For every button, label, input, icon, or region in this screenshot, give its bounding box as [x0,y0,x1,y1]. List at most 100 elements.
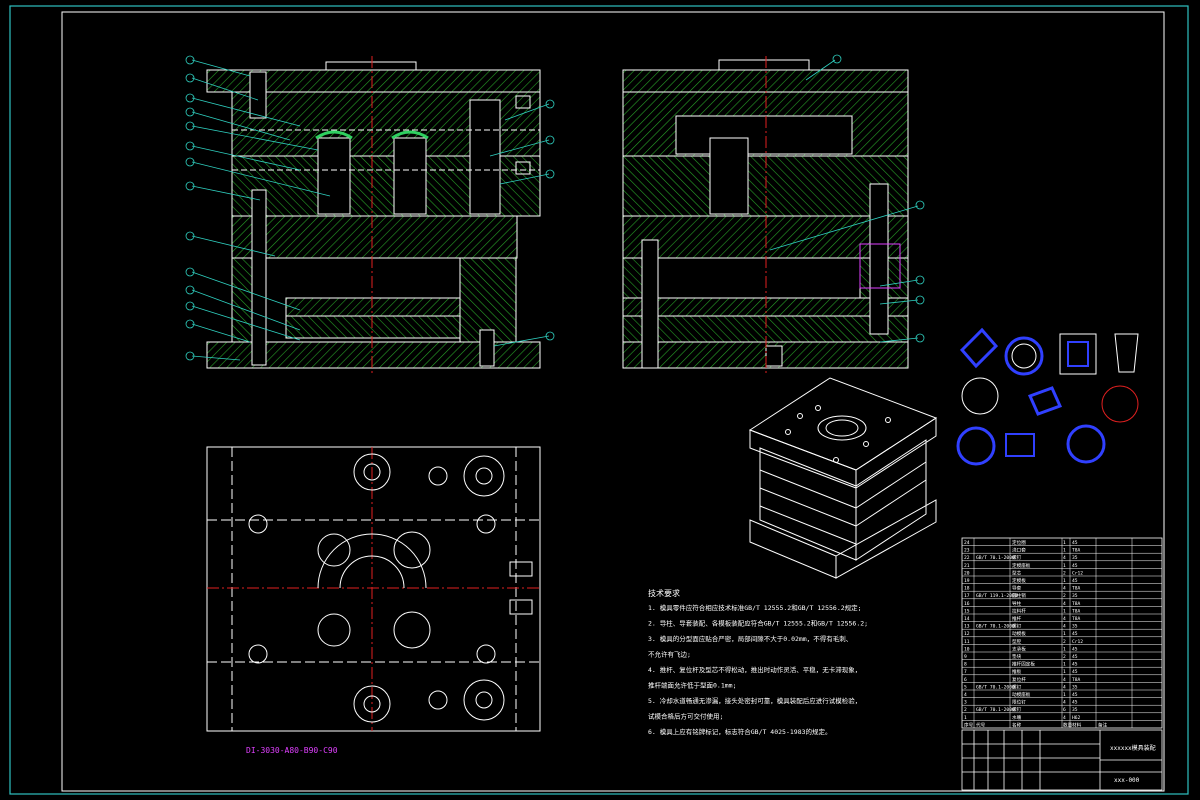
bom-cell-std: GB/T 70.1-2000 [976,624,1015,630]
bom-cell-qty: 1 [1063,662,1066,668]
inner-frame [61,11,1165,792]
bom-cell-qty: 1 [1063,669,1066,675]
note-line: 试模合格后方可交付使用; [648,712,723,721]
bom-cell-mat: 35 [1072,707,1078,713]
bom-cell-no: 19 [964,578,970,584]
bom-cell-qty: 4 [1063,677,1066,683]
bom-cell-qty: 1 [1063,578,1066,584]
bom-cell-no: 24 [964,540,970,546]
note-line: 不允许有飞边; [648,650,691,659]
bom-cell-name: 垫块 [1012,653,1022,660]
bom-cell-name: 型芯 [1012,569,1022,576]
technical-notes: 技术要求 1. 模具零件应符合相应技术标准GB/T 12555.2和GB/T 1… [648,588,868,736]
bom-cell-qty: 2 [1063,593,1066,599]
bom-cell-note: 备注 [1098,721,1108,728]
bom-cell-mat: 45 [1072,654,1078,660]
bom-cell-qty: 2 [1063,654,1066,660]
bom-cell-mat: 45 [1072,662,1078,668]
bom-cell-no: 16 [964,601,970,607]
bom-cell-mat: 45 [1072,540,1078,546]
bom-cell-std: 代号 [976,721,986,728]
note-line: 5. 冷却水道畅通无渗漏，接头处密封可靠，模具装配后应进行试模检验， [648,696,861,705]
bom-cell-name: 支承板 [1012,645,1026,652]
bom-cell-qty: 2 [1063,570,1066,576]
bom-cell-mat: 45 [1072,631,1078,637]
bom-cell-qty: 1 [1063,692,1066,698]
bom-cell-name: 推杆 [1012,615,1022,622]
bom-cell-mat: H62 [1072,715,1081,721]
bom-cell-mat: 35 [1072,593,1078,599]
bom-cell-no: 15 [964,608,970,614]
bom-cell-mat: T8A [1072,548,1081,554]
bom-cell-name: 拉料杆 [1012,607,1026,614]
bom-cell-std: GB/T 70.1-2000 [976,684,1015,690]
drawing-number: xxx-000 [1114,777,1140,784]
bom-cell-no: 8 [964,662,967,668]
bom-cell-no: 1 [964,715,967,721]
plan-view [206,446,541,732]
bom-cell-name: 动模座板 [1012,691,1031,698]
side-section-view [622,54,925,376]
bom-cell-qty: 1 [1063,631,1066,637]
bom-cell-mat: T8A [1072,677,1081,683]
drawing-name: xxxxxx模具装配 [1110,744,1156,752]
bom-cell-no: 11 [964,639,970,645]
bom-cell-std: GB/T 70.1-2000 [976,555,1015,561]
bom-cell-name: 定模板 [1012,577,1026,584]
bom-cell-no: 9 [964,654,967,660]
bom-cell-mat: 45 [1072,563,1078,569]
bom-cell-qty: 4 [1063,555,1066,561]
bom-cell-no: 20 [964,570,970,576]
bom-cell-no: 2 [964,707,967,713]
bom-cell-no: 5 [964,684,967,690]
bom-cell-mat: 35 [1072,684,1078,690]
bom-cell-mat: 35 [1072,624,1078,630]
bom-cell-name: 螺钉 [1012,554,1022,561]
bom-cell-no: 3 [964,700,967,706]
bom-cell-mat: T8A [1072,616,1081,622]
bom-cell-no: 23 [964,548,970,554]
bom-cell-name: 推板 [1012,668,1022,675]
bom-cell-name: 动模板 [1012,630,1026,637]
bom-cell-no: 序号 [964,721,974,728]
note-line: 2. 导柱、导套装配、各模板装配应符合GB/T 12555.2和GB/T 125… [648,619,868,628]
bom-cell-no: 7 [964,669,967,675]
bom-cell-mat: Cr12 [1072,639,1083,645]
bom-cell-mat: 45 [1072,578,1078,584]
bom-cell-mat: 45 [1072,646,1078,652]
bom-cell-mat: T8A [1072,608,1081,614]
bom-cell-mat: T8A [1072,586,1081,592]
bom-cell-qty: 4 [1063,684,1066,690]
bom-cell-name: 水嘴 [1012,714,1022,721]
bom-cell-name: 推杆固定板 [1012,661,1035,668]
note-line: 推杆端面允许低于型面0.1mm; [648,681,736,690]
outer-frame [9,5,1189,795]
bom-cell-qty: 4 [1063,601,1066,607]
part-code: DI-3030-A80-B90-C90 [246,746,338,755]
note-line: 6. 模具上应有铭牌标记，标志符合GB/T 4025-1983的规定。 [648,727,832,736]
notes-title: 技术要求 [648,588,680,598]
bom-cell-mat: 材料 [1072,721,1082,728]
bom-cell-name: 螺钉 [1012,706,1022,713]
bom-cell-qty: 1 [1063,608,1066,614]
bom-cell-qty: 6 [1063,707,1066,713]
bom-cell-std: GB/T 119.1-2000 [976,593,1018,599]
bom-cell-no: 12 [964,631,970,637]
bom-cell-mat: Cr12 [1072,570,1083,576]
bom-cell-no: 18 [964,586,970,592]
bom-cell-no: 22 [964,555,970,561]
bom-cell-name: 螺钉 [1012,623,1022,630]
bom-cell-name: 螺钉 [1012,683,1022,690]
bom-cell-name: 名称 [1012,721,1022,728]
note-line: 4. 推杆、复位杆及型芯不得松动，推出时动作灵活、平稳，无卡滞现象， [648,665,861,674]
front-section-view [185,55,555,376]
bom-cell-qty: 4 [1063,700,1066,706]
note-line: 3. 模具的分型面应贴合严密，局部间隙不大于0.02mm，不得有毛刺、 [648,634,852,643]
bom-cell-name: 圆柱销 [1012,592,1026,599]
bom-cell-no: 13 [964,624,970,630]
bom-cell-name: 导套 [1012,585,1022,592]
bom-cell-no: 14 [964,616,970,622]
bom-cell-name: 型腔 [1012,638,1022,645]
